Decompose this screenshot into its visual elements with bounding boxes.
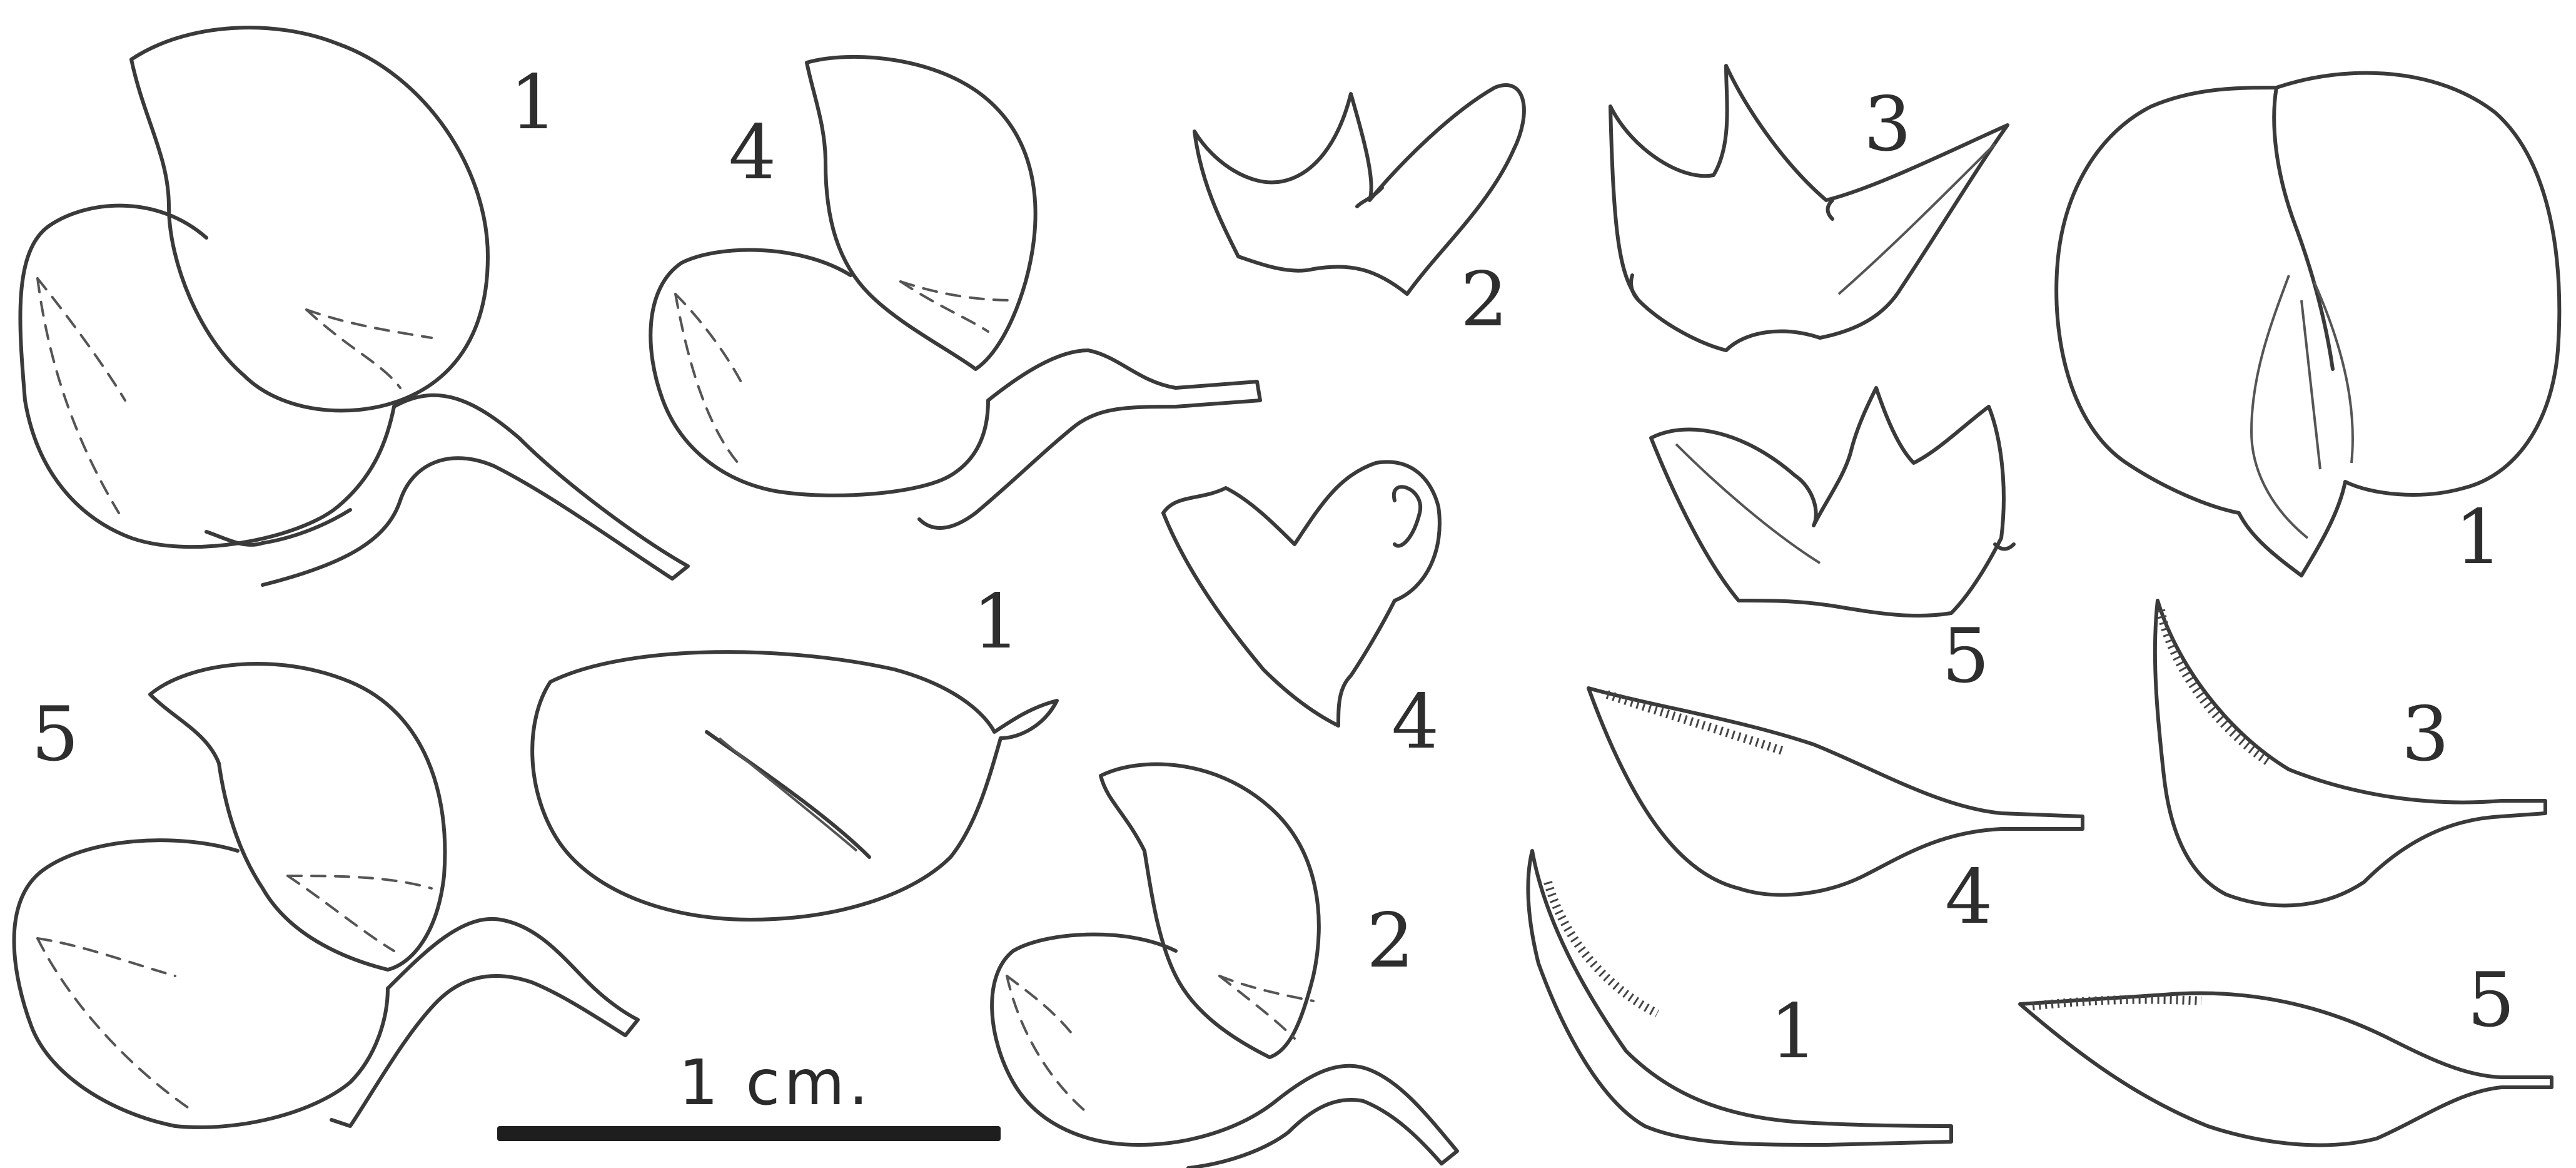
label-pod-5: 5	[2467, 957, 2515, 1044]
label-flower-5: 5	[31, 691, 79, 778]
label-pod-4: 4	[1945, 854, 1993, 941]
keel-drawing-5	[1651, 388, 2014, 616]
label-keel-3: 3	[1864, 81, 1911, 168]
pod-drawing-4	[1589, 688, 2083, 895]
flower-drawing-1-top-left	[20, 28, 688, 585]
label-flower-2: 2	[1366, 898, 1414, 985]
scale-bar-label: 1 cm.	[679, 1046, 872, 1119]
label-flower-4: 4	[729, 109, 776, 196]
label-keel-5: 5	[1942, 613, 1989, 700]
label-pod-1: 1	[1770, 988, 1817, 1075]
label-keel-2: 2	[1460, 256, 1508, 343]
label-keel-4: 4	[1392, 679, 1439, 766]
scale-bar-group: 1 cm.	[497, 1046, 1001, 1141]
label-flower-1: 1	[510, 59, 557, 146]
pod-drawing-1	[1528, 851, 1951, 1145]
label-petal-1: 1	[972, 579, 1020, 666]
label-pod-3: 3	[2402, 691, 2449, 778]
keel-drawing-3	[1610, 66, 2008, 350]
petal-drawing-1-center	[532, 652, 1057, 920]
scale-bar-line	[497, 1126, 1001, 1141]
flower-drawing-5-bottom-left	[14, 664, 639, 1127]
label-standard-1: 1	[2455, 494, 2502, 581]
pod-drawing-3	[2155, 601, 2545, 905]
